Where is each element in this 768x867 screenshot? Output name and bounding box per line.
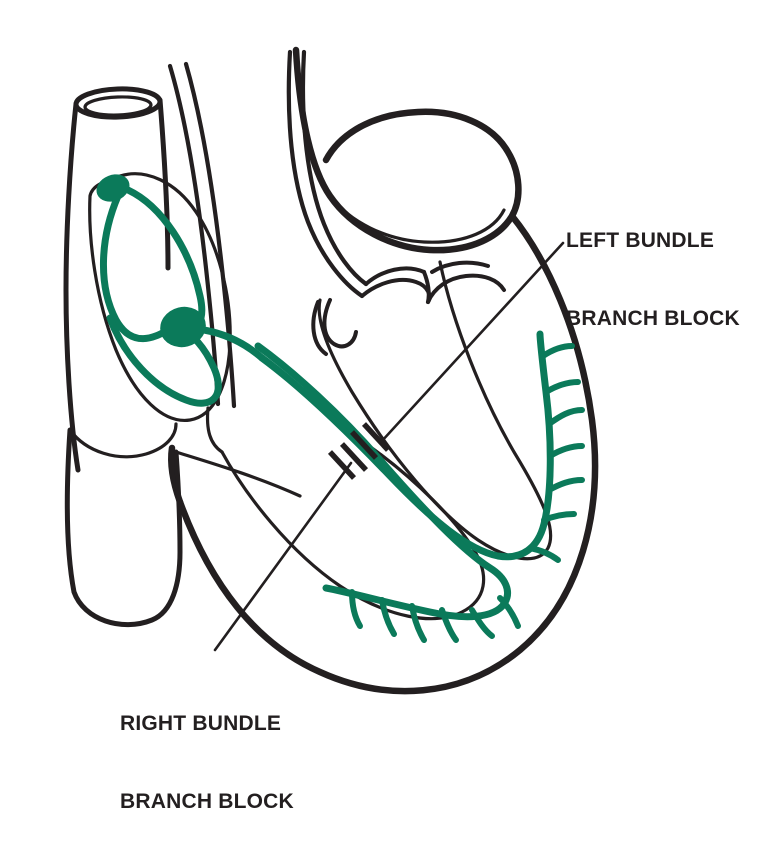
- heart-conduction-diagram: [63, 46, 599, 695]
- valve-leaflet-left: [311, 298, 358, 356]
- block-marker-left-bundle: [349, 422, 391, 460]
- leader-lines: [213, 241, 565, 652]
- diagram-canvas: LEFT BUNDLE BRANCH BLOCK RIGHT BUNDLE BR…: [63, 46, 740, 813]
- purkinje-fibers-right: [349, 589, 521, 643]
- block-markers: [327, 422, 391, 480]
- superior-vena-cava: [63, 86, 171, 473]
- label-right-bundle-branch-block: RIGHT BUNDLE BRANCH BLOCK: [120, 659, 294, 867]
- label-left-bundle-line1: LEFT BUNDLE: [566, 229, 715, 252]
- internodal-tract-anterior: [100, 192, 172, 343]
- sinoatrial-node: [96, 174, 130, 202]
- aortic-arch: [286, 49, 369, 299]
- block-marker-right-bundle: [327, 442, 369, 480]
- atrioventricular-node: [160, 306, 206, 348]
- left-bundle-branch: [258, 330, 554, 561]
- leader-left-bundle: [379, 241, 565, 444]
- aorta: [167, 61, 237, 409]
- label-right-bundle-line2: BRANCH BLOCK: [120, 790, 294, 813]
- right-ventricle-wall: [174, 406, 302, 498]
- internodal-tract-lower: [106, 314, 222, 407]
- left-atrium-inner-wall: [328, 194, 506, 244]
- bundle-of-his: [200, 326, 266, 362]
- purkinje-fibers-left: [527, 343, 585, 563]
- heart-outer-wall: [168, 46, 599, 695]
- label-left-bundle-branch-block: LEFT BUNDLE BRANCH BLOCK: [566, 176, 740, 384]
- inferior-vena-cava: [64, 422, 183, 628]
- label-right-bundle-line1: RIGHT BUNDLE: [120, 712, 282, 735]
- label-left-bundle-line2: BRANCH BLOCK: [566, 307, 740, 330]
- conduction-nodes: [96, 174, 206, 348]
- right-bundle-branch: [254, 342, 511, 621]
- aortic-valve: [360, 260, 506, 304]
- interventricular-septum: [220, 260, 553, 621]
- leader-right-bundle: [213, 461, 353, 652]
